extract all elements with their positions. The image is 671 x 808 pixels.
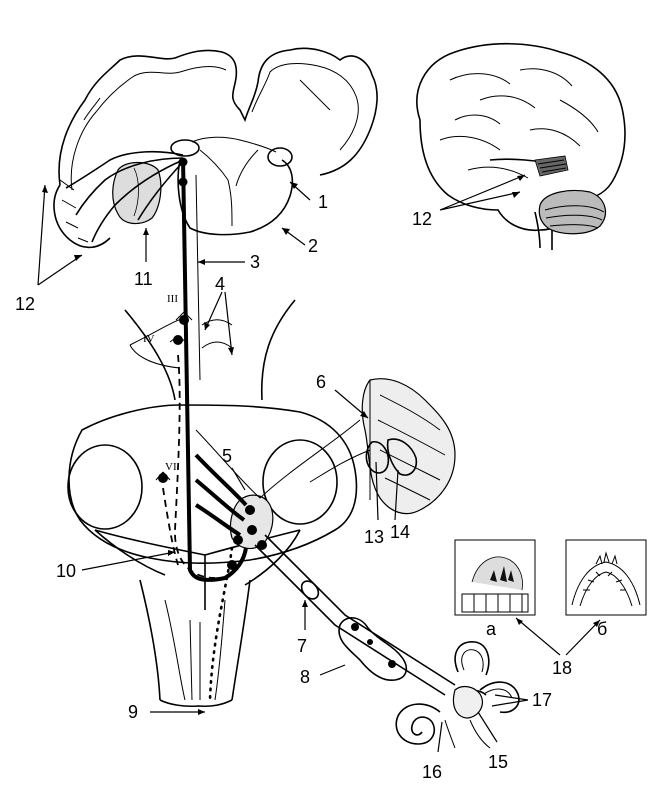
nucleus-label-IV: IV (143, 333, 155, 345)
label-4: 4 (215, 274, 225, 294)
label-15: 15 (488, 752, 508, 772)
label-12-cortex: 12 (15, 294, 35, 314)
label-10: 10 (56, 561, 76, 581)
nerve-root-node (300, 580, 320, 600)
flocculus-nucleus (365, 441, 390, 474)
inset-a-label: а (486, 619, 497, 639)
label-12-brain: 12 (412, 209, 432, 229)
nucleus-label-VI: VI (165, 461, 177, 473)
peduncle-left (67, 444, 143, 530)
label-1: 1 (318, 192, 328, 212)
label-7: 7 (297, 636, 307, 656)
label-2: 2 (308, 236, 318, 256)
nucleus-label-III: III (167, 293, 178, 305)
leader-lines (37, 174, 601, 753)
label-14: 14 (390, 522, 410, 542)
inset-a (454, 539, 536, 616)
label-18: 18 (552, 658, 572, 678)
label-5: 5 (222, 446, 232, 466)
pulvinar-right (267, 147, 293, 167)
inset-b (565, 539, 647, 616)
label-11: 11 (134, 269, 153, 289)
labels: 1 2 3 4 5 6 7 8 9 10 11 12 12 13 14 15 1… (15, 192, 607, 782)
peduncle-right (262, 439, 338, 525)
pulvinar-left (170, 139, 200, 157)
label-6: 6 (316, 372, 326, 392)
label-16: 16 (422, 762, 442, 782)
label-17: 17 (532, 690, 552, 710)
cortex-section (53, 47, 378, 249)
cerebellum (538, 189, 607, 235)
pathways (155, 157, 456, 702)
label-8: 8 (300, 667, 310, 687)
inner-ear (395, 641, 520, 749)
brain-lateral-view (416, 42, 626, 250)
brainstem (67, 299, 358, 708)
cerebellar-flocculus (309, 378, 456, 515)
arrowheads (42, 175, 600, 715)
label-9: 9 (128, 702, 138, 722)
label-13: 13 (364, 527, 384, 547)
inset-b-label: б (597, 619, 607, 639)
label-3: 3 (250, 252, 260, 272)
